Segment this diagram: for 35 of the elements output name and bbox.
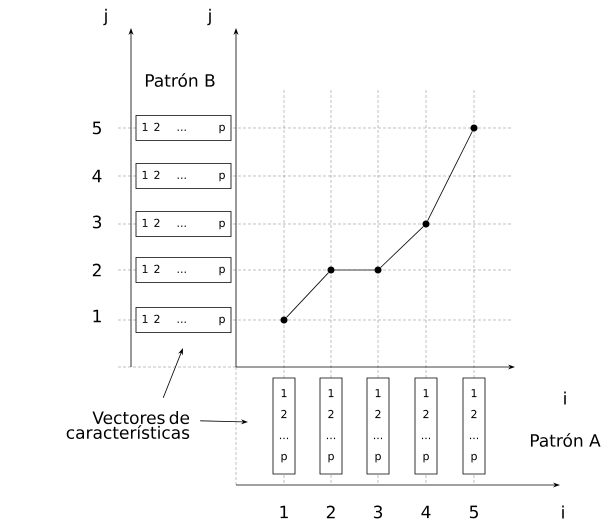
- data-point: [422, 220, 430, 228]
- vector-box: 1 2 ... p: [136, 115, 232, 141]
- vector-box: 1 2 ... p: [136, 211, 232, 237]
- vector-box: 1 2 ... p: [414, 378, 438, 474]
- connector-line: [286, 272, 329, 318]
- tick-label: 5: [92, 122, 101, 134]
- tick-label: 4: [421, 506, 430, 518]
- tick-label: 1: [93, 310, 101, 322]
- vector-box: 1 2 ... p: [136, 163, 232, 189]
- pattern-label: Patrón B: [146, 73, 214, 87]
- callout-text: Vectores de características: [66, 411, 190, 439]
- vector-box: 1 2 ... p: [462, 378, 486, 474]
- pattern-label: Patrón A: [530, 433, 601, 447]
- tick-label: 2: [92, 264, 101, 276]
- data-point: [328, 266, 334, 274]
- axis-label: i: [564, 392, 566, 404]
- axis-label: j: [207, 8, 211, 26]
- vector-box: 1 2 ... p: [272, 378, 296, 474]
- connector-line: [380, 226, 424, 268]
- tick-label: 3: [92, 216, 102, 228]
- data-point: [374, 266, 382, 274]
- tick-label: 5: [470, 506, 478, 518]
- connector-line: [427, 130, 473, 222]
- axis-label: j: [103, 8, 107, 26]
- vector-box: 1 2 ... p: [320, 378, 342, 474]
- data-point: [280, 316, 288, 324]
- tick-label: 1: [280, 506, 288, 518]
- tick-label: 2: [326, 506, 335, 518]
- vector-box: 1 2 ... p: [366, 378, 390, 474]
- vector-box: 1 2 ... p: [136, 257, 232, 283]
- tick-label: 3: [374, 506, 382, 518]
- axis-label: i: [562, 506, 564, 518]
- tick-label: 4: [92, 170, 102, 182]
- vector-box: 1 2 ... p: [136, 307, 232, 333]
- data-point: [470, 124, 478, 132]
